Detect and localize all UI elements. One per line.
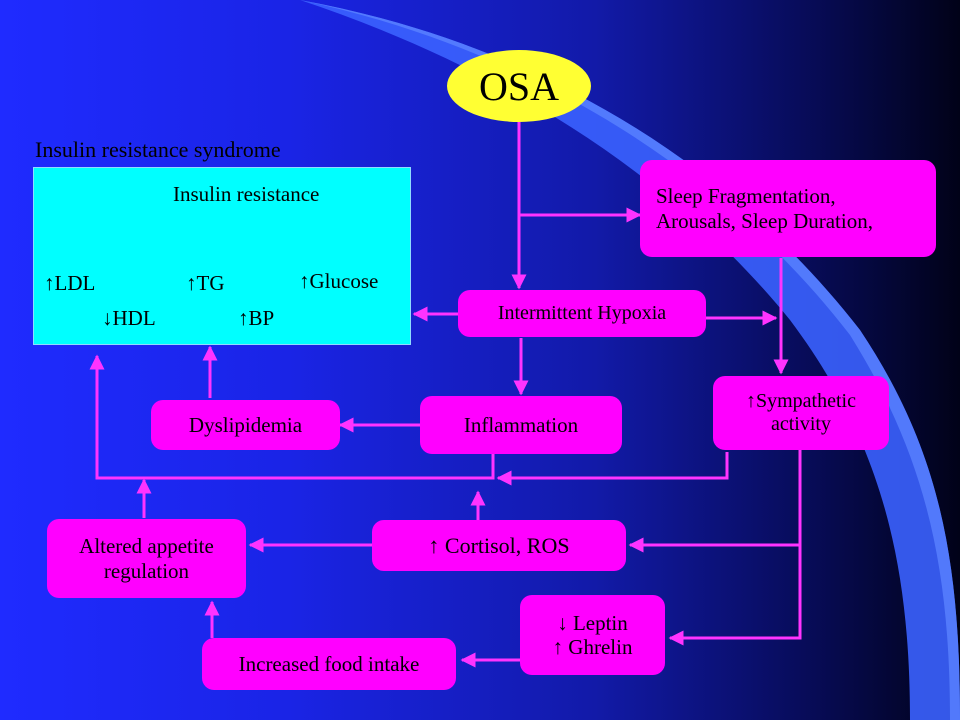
inflammation-bottom-line (89, 354, 495, 480)
insulin-resistance-syndrome-title: Insulin resistance syndrome (35, 137, 281, 162)
ldl-label: ↑LDL (44, 271, 96, 295)
bp-label: ↑BP (238, 306, 275, 330)
glucose-label: ↑Glucose (299, 269, 379, 293)
dyslipidemia-box: Dyslipidemia (151, 400, 340, 450)
osa-label: OSA (478, 63, 560, 109)
sleep-fragmentation-box: Sleep Fragmentation, Arousals, Sleep Dur… (640, 160, 936, 257)
intermittent-hypoxia-box: Intermittent Hypoxia (458, 290, 706, 337)
sympathetic-to-cortisol-arrow (628, 450, 802, 553)
increased-food-intake-box: Increased food intake (202, 638, 456, 690)
hdl-label: ↓HDL (102, 306, 156, 330)
swoosh-shape (300, 0, 960, 720)
leptin-ghrelin-box: ↓ Leptin ↑ Ghrelin (520, 595, 665, 675)
cortisol-ros-box: ↑ Cortisol, ROS (372, 520, 626, 571)
tg-label: ↑TG (186, 271, 225, 295)
insulin-resistance-header: Insulin resistance (173, 182, 320, 206)
sympathetic-to-merge-arrow (496, 452, 729, 486)
osa-ellipse: OSA (447, 50, 591, 122)
sympathetic-activity-box: ↑Sympathetic activity (713, 376, 889, 450)
inflammation-box: Inflammation (420, 396, 622, 454)
altered-appetite-regulation-box: Altered appetite regulation (47, 519, 246, 598)
insulin-resistance-syndrome-panel: Insulin resistance ↑LDL ↓HDL ↑TG ↑BP ↑Gl… (33, 167, 411, 345)
sympathetic-to-leptin-arrow (668, 545, 802, 646)
